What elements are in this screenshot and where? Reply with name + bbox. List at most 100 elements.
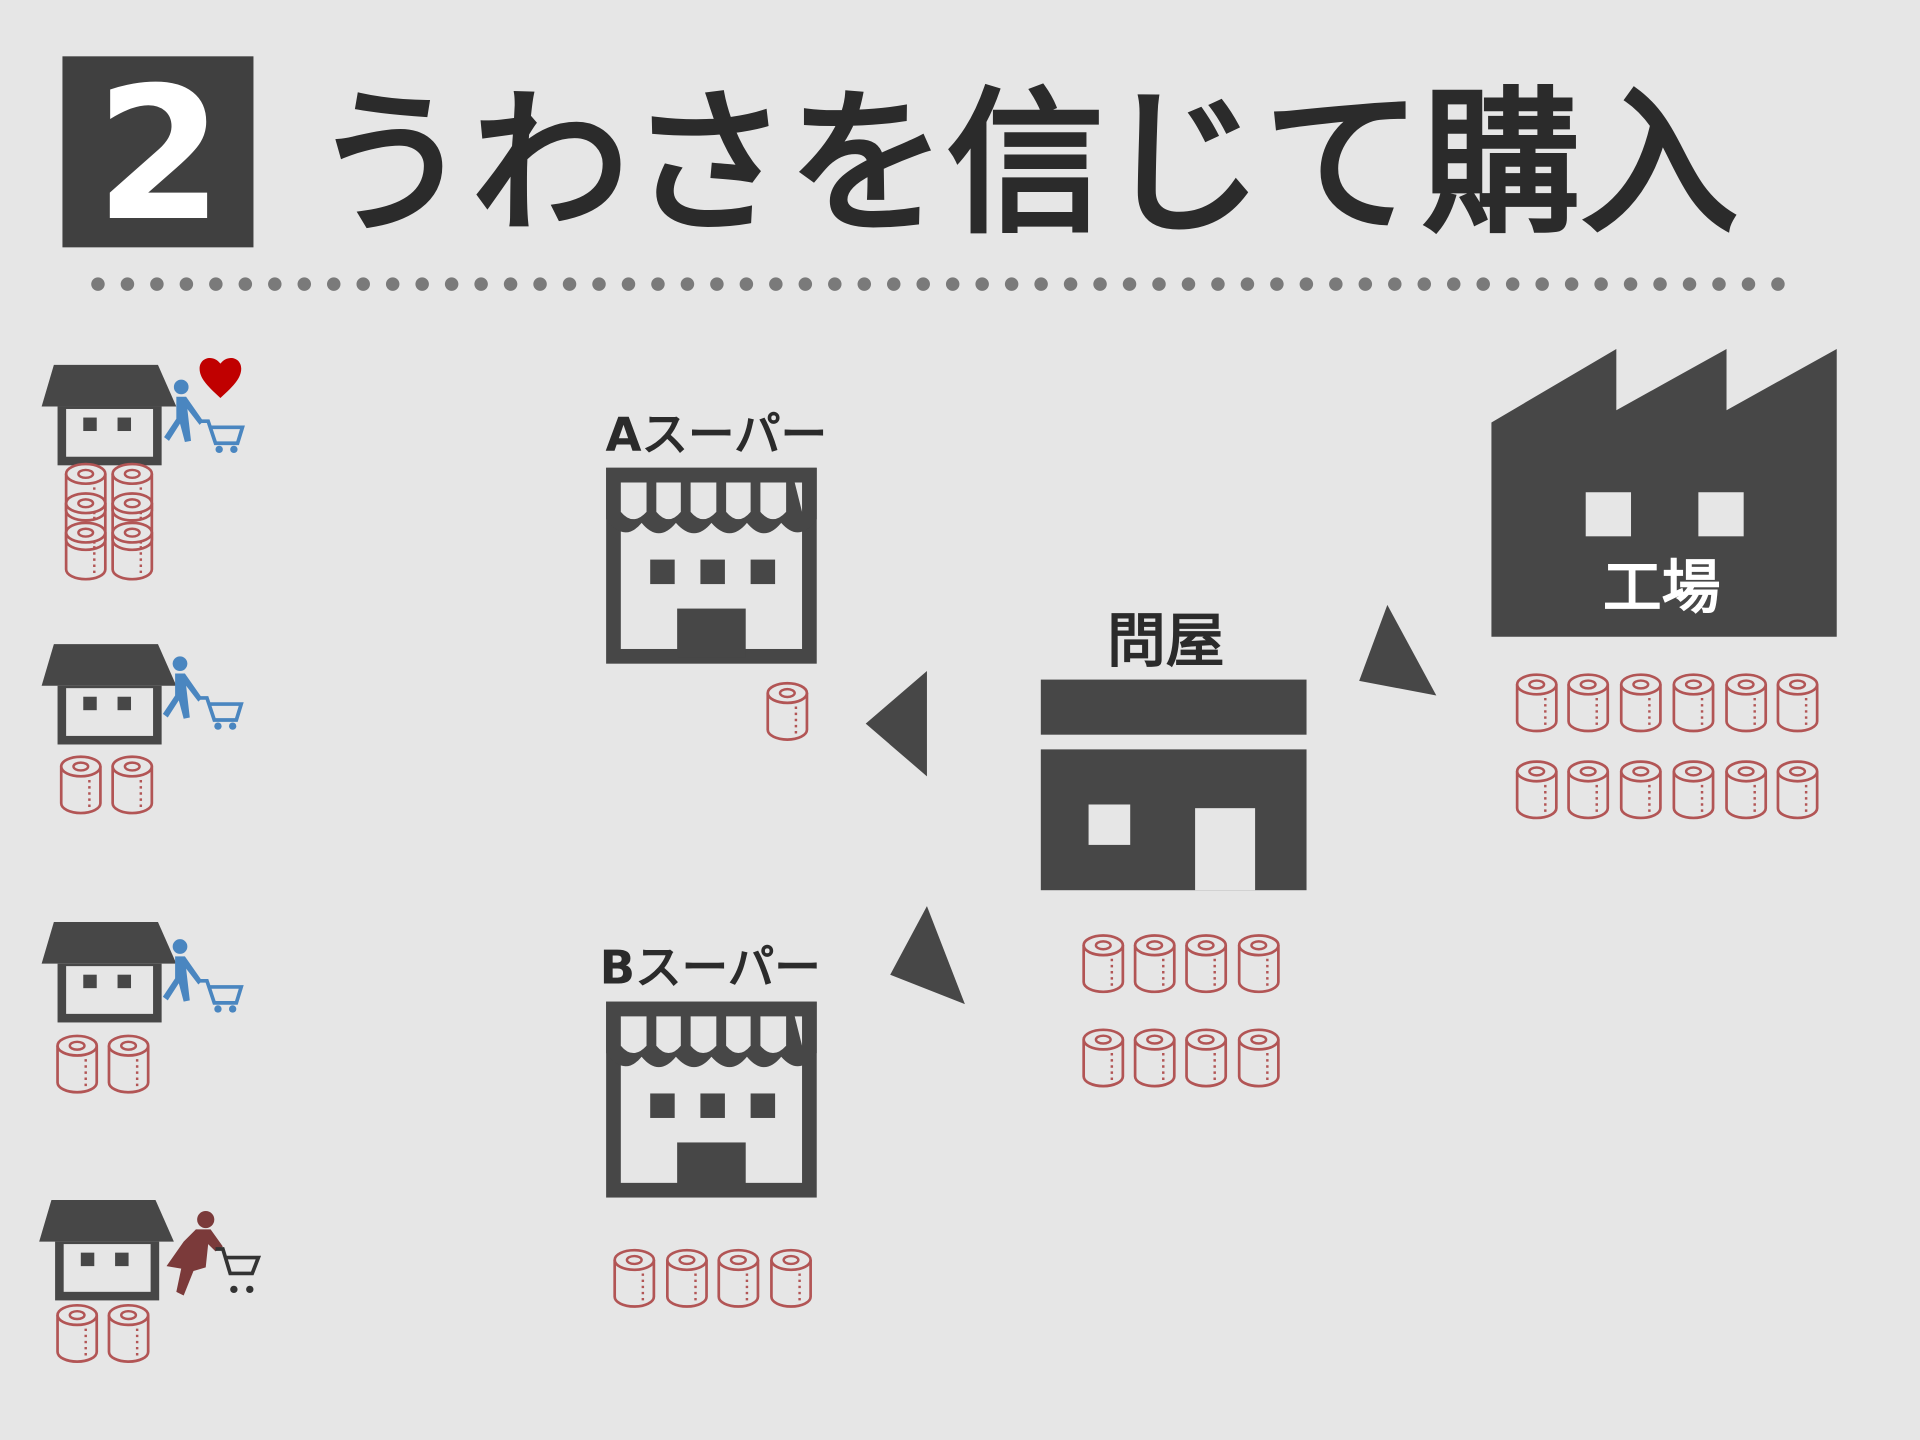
divider-dot — [828, 277, 842, 291]
toilet-paper-roll-icon — [1133, 1028, 1176, 1088]
toilet-paper-roll-icon — [1725, 760, 1768, 820]
toilet-paper-roll-icon — [613, 1248, 656, 1308]
divider-dot — [1004, 277, 1019, 291]
toilet-paper-roll-icon — [665, 1248, 708, 1308]
divider-dot — [1270, 277, 1284, 291]
divider-dot — [150, 277, 164, 291]
toilet-paper-roll-icon — [1619, 673, 1662, 733]
roll-group — [1515, 673, 1819, 820]
divider-dot — [857, 277, 872, 291]
store-icon — [606, 1001, 817, 1198]
toilet-paper-roll-icon — [1185, 1028, 1228, 1088]
divider-dot — [1152, 277, 1166, 291]
divider-dot — [710, 277, 724, 291]
toilet-paper-roll-icon — [1237, 934, 1280, 994]
divider-dot — [238, 277, 253, 291]
divider-dot — [1093, 277, 1107, 291]
divider-dot — [739, 277, 754, 291]
warehouse-icon — [1040, 679, 1307, 891]
divider-dot — [651, 277, 665, 291]
divider-dot — [887, 277, 901, 291]
toilet-paper-roll-icon — [59, 755, 102, 815]
number-badge-text: 2 — [95, 49, 223, 262]
divider-dot — [1034, 277, 1048, 291]
divider-dot — [1564, 277, 1579, 291]
divider-dot — [592, 277, 606, 291]
household-1 — [41, 357, 245, 581]
store-icon — [606, 467, 817, 664]
wholesaler: 問屋 — [1040, 606, 1307, 1088]
toilet-paper-roll-icon — [770, 1248, 812, 1308]
divider-dot — [209, 277, 223, 291]
divider-dot — [769, 277, 783, 291]
house-icon — [41, 364, 177, 466]
divider-dot — [179, 277, 194, 291]
toilet-paper-roll-icon — [1237, 1028, 1280, 1088]
shopper-icon — [161, 654, 244, 732]
arrow-to-store-b — [890, 906, 965, 1005]
divider-dot — [327, 277, 341, 291]
divider-dot — [1623, 277, 1638, 291]
toilet-paper-roll-icon — [56, 1303, 99, 1363]
factory-label: 工場 — [1603, 552, 1721, 621]
divider-dot — [1476, 277, 1490, 291]
divider-dot — [1741, 277, 1756, 291]
toilet-paper-roll-icon — [1082, 1028, 1125, 1088]
toilet-paper-roll-icon — [1082, 934, 1125, 994]
toilet-paper-roll-icon — [1133, 934, 1176, 994]
toilet-paper-roll-icon — [1515, 760, 1558, 820]
divider-dot — [385, 277, 400, 291]
toilet-paper-roll-icon — [717, 1248, 760, 1308]
divider-dot — [975, 277, 989, 291]
toilet-paper-roll-icon — [1672, 760, 1715, 820]
roll-group — [613, 1248, 812, 1308]
divider-dot — [1535, 277, 1549, 291]
wholesaler-label: 問屋 — [1107, 606, 1225, 675]
toilet-paper-roll-icon — [111, 755, 154, 815]
store-b: Bスーパー — [600, 940, 821, 1308]
household-4 — [39, 1200, 262, 1363]
divider-dot — [91, 277, 105, 291]
divider-dot — [1358, 277, 1373, 291]
shopper-icon — [161, 937, 244, 1015]
arrow-to-wholesaler — [1359, 604, 1437, 696]
divider-dot — [444, 277, 459, 291]
factory-icon — [1491, 348, 1837, 637]
toilet-paper-roll-icon — [1515, 673, 1558, 733]
divider-dot — [1417, 277, 1431, 291]
divider-dot — [268, 277, 282, 291]
divider-dot — [1240, 277, 1255, 291]
toilet-paper-roll-icon — [1567, 760, 1610, 820]
divider-dot — [503, 277, 518, 291]
toilet-paper-roll-icon — [1776, 673, 1819, 733]
divider-dot — [916, 277, 930, 291]
household-2 — [41, 644, 244, 815]
divider-dot — [1682, 277, 1697, 291]
toilet-paper-roll-icon — [56, 1034, 99, 1094]
number-badge — [62, 56, 254, 248]
divider-dot — [1181, 277, 1196, 291]
shopper-icon — [162, 377, 245, 455]
roll-group — [766, 681, 809, 741]
divider-dot — [1771, 277, 1785, 291]
store-b-label: Bスーパー — [600, 940, 821, 994]
toilet-paper-roll-icon — [1567, 673, 1610, 733]
household-3 — [41, 922, 244, 1094]
divider-dot — [1712, 277, 1726, 291]
divider-dot — [798, 277, 813, 291]
divider-dot — [1653, 277, 1667, 291]
roll-group — [56, 1034, 150, 1094]
heart-icon — [199, 357, 242, 398]
divider-dot — [474, 277, 488, 291]
divider-dot — [945, 277, 960, 291]
arrow-to-store-a — [865, 671, 927, 777]
house-icon — [39, 1200, 174, 1301]
divider-dot — [1447, 277, 1461, 291]
toilet-paper-roll-icon — [1619, 760, 1662, 820]
dotted-divider — [91, 277, 1785, 291]
divider-dot — [680, 277, 695, 291]
divider-dot — [120, 277, 135, 291]
page-title: うわさを信じて購入 — [312, 73, 1739, 255]
roll-group — [59, 755, 154, 815]
